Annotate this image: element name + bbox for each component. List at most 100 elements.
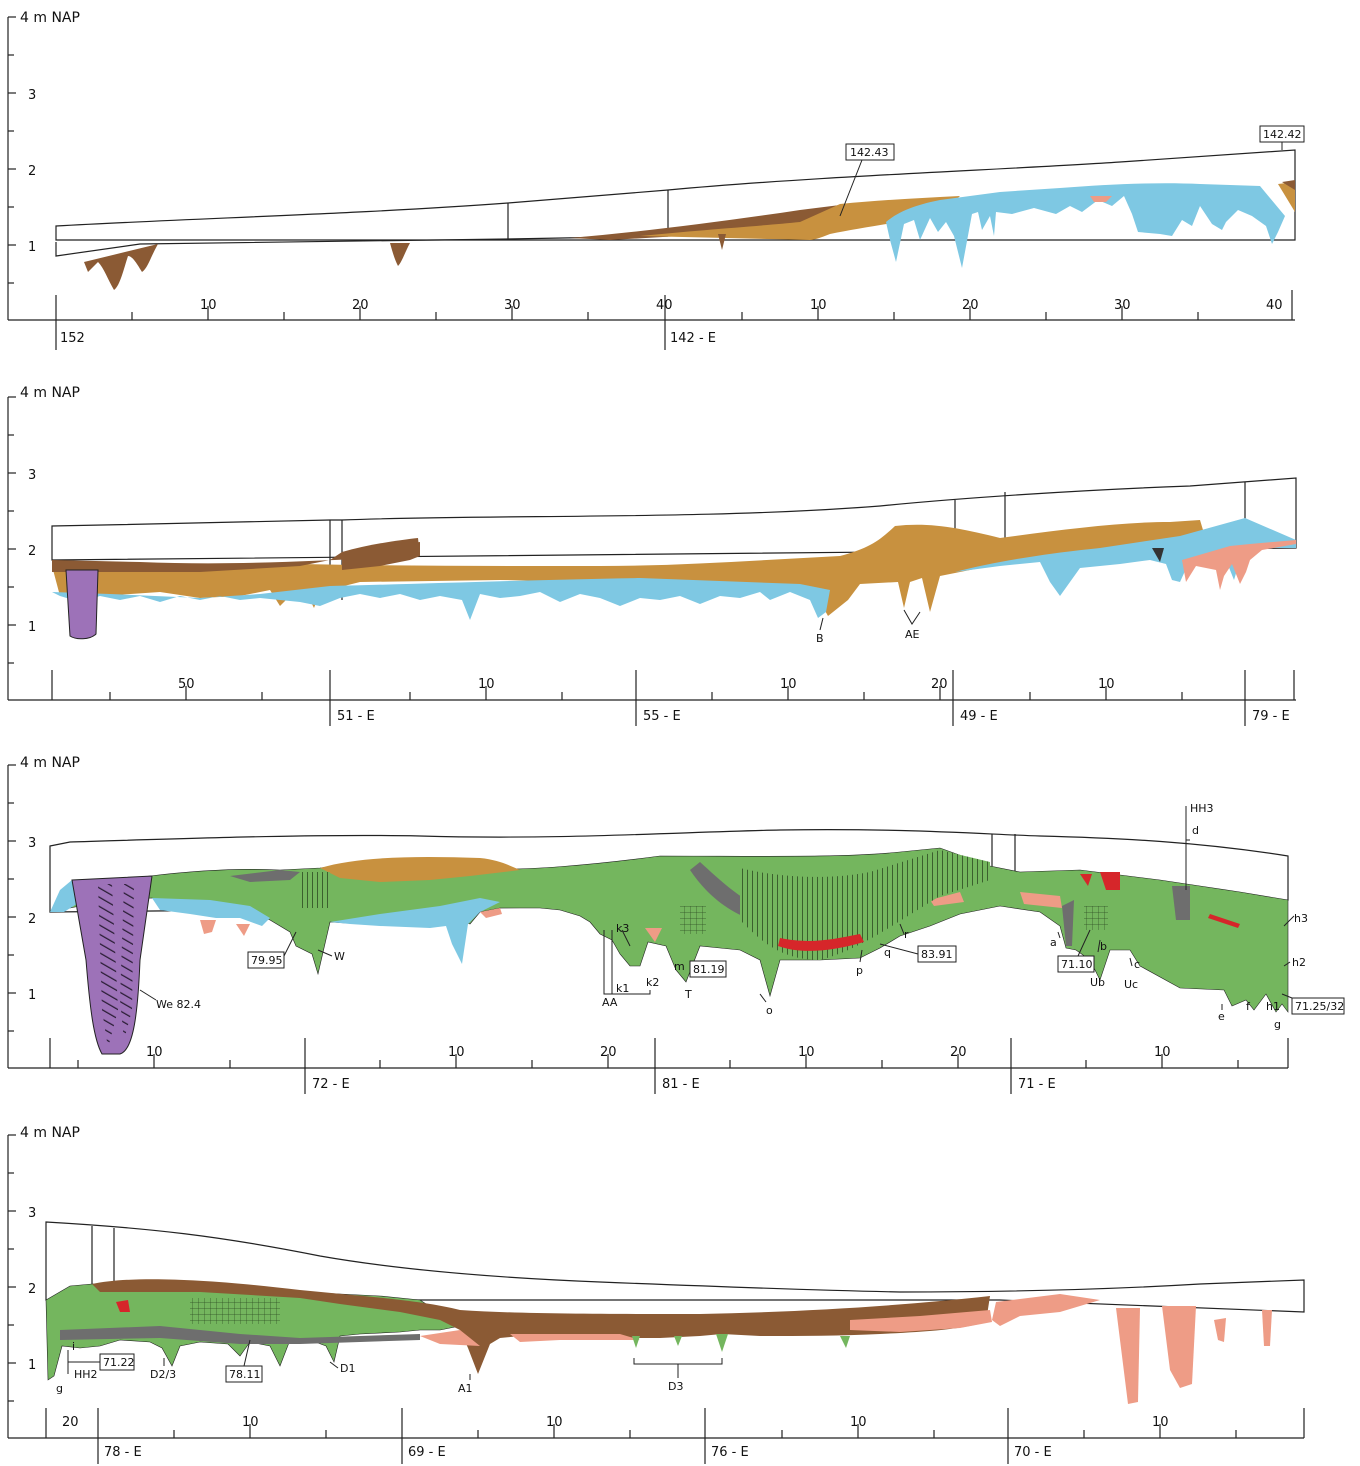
annotation: D2/3 [150,1368,176,1381]
scale-number: 10 [810,298,827,313]
section-label: 71 - E [1018,1077,1056,1092]
scale-number: 10 [146,1045,163,1060]
brown-layer [342,538,420,570]
annotation: r [904,928,909,941]
annotation: We 82.4 [156,998,201,1011]
annotation: o [766,1004,773,1017]
red-layer [116,1300,130,1312]
y-axis-title: 4 m NAP [20,385,80,401]
annotation: HH3 [1190,802,1214,815]
salmon-layer [992,1294,1100,1326]
annotation: d [1192,824,1199,837]
y-tick-label: 3 [28,1206,36,1221]
scale-number: 10 [798,1045,815,1060]
vertical-hatch-layer [300,872,330,908]
scale-bar [8,290,1295,350]
scale-number: 10 [448,1045,465,1060]
salmon-layer [850,1310,992,1332]
y-axis-title: 4 m NAP [20,755,80,771]
annotation: p [856,964,863,977]
y-axis [7,1134,16,1438]
svg-text:71.10: 71.10 [1061,958,1093,971]
boxed-label: 81.19 [689,960,727,978]
annotation: h2 [1292,956,1306,969]
svg-text:79.95: 79.95 [251,954,283,967]
blue-layer [886,183,1285,268]
annotation: A1 [458,1382,473,1395]
boxed-label: 78.11 [225,1339,263,1383]
red-layer [778,934,864,951]
scale-bar [8,1408,1305,1464]
annotation: T [684,988,692,1001]
grid-hatch-layer [680,906,706,934]
section-label: 55 - E [643,709,681,724]
green-layer [49,847,1289,1013]
salmon-layer [236,924,250,936]
salmon-layer [1182,540,1296,590]
green-feature [632,1336,640,1348]
svg-text:142.42: 142.42 [1263,128,1302,141]
svg-text:142.43: 142.43 [850,146,889,159]
svg-text:81.19: 81.19 [693,963,725,976]
panel-3: 4 m NAP 3 2 1 [7,755,1345,1094]
annotation: k1 [616,982,629,995]
annotation: HH2 [74,1368,98,1381]
annotation: q [884,946,891,959]
annotation: a [1050,936,1057,949]
salmon-layer [420,1330,480,1346]
boxed-label: 71.25/32 [1281,993,1345,1015]
grey-layer [60,1326,420,1344]
purple-pit-hatch [98,884,118,1048]
blue-layer [955,518,1296,596]
scale-bar [8,1038,1289,1094]
salmon-layer [510,1334,640,1342]
salmon-layer [480,908,502,918]
red-layer [1208,914,1240,928]
brown-feature [390,243,410,266]
annotation: AE [903,609,921,641]
brown-layer [1282,180,1295,190]
red-layer [1080,874,1092,886]
brown-layer [92,1279,990,1374]
green-feature [840,1336,850,1348]
salmon-layer [1090,196,1112,202]
y-tick-label: 1 [28,620,36,635]
y-tick-label: 1 [28,1358,36,1373]
surface-outline [45,1221,1305,1313]
grey-layer [1062,900,1074,946]
blue-layer [50,880,80,912]
salmon-layer [1214,1318,1226,1342]
purple-pit-hatch [120,884,134,1040]
svg-text:83.91: 83.91 [921,948,953,961]
scale-number: 30 [504,298,521,313]
green-feature [716,1334,728,1352]
scale-number: 50 [178,677,195,692]
boxed-label: 142.43 [839,143,895,217]
annotation: g [1274,1018,1281,1031]
svg-text:AE: AE [905,628,920,641]
scale-number: 20 [931,677,948,692]
blue-layer [152,898,270,926]
blue-layer [52,578,830,620]
annotation: m [674,960,685,973]
scale-number: 10 [1152,1415,1169,1430]
y-axis [7,764,16,1068]
brown-layer [52,542,420,572]
dark-feature [1152,548,1164,562]
salmon-layer [1116,1308,1140,1404]
annotation: D1 [340,1362,355,1375]
y-axis [7,16,16,320]
scale-number: 10 [200,298,217,313]
scale-number: 20 [950,1045,967,1060]
vertical-hatch-layer [740,850,990,960]
y-axis-title: 4 m NAP [20,1125,80,1141]
section-label: 78 - E [104,1445,142,1460]
brown-layer [84,244,158,290]
annotations [67,1350,723,1380]
grid-hatch-layer [1084,906,1108,930]
scale-number: 10 [1154,1045,1171,1060]
section-label: 79 - E [1252,709,1290,724]
section-label: 81 - E [662,1077,700,1092]
y-axis-title: 4 m NAP [20,10,80,26]
annotation: h3 [1294,912,1308,925]
